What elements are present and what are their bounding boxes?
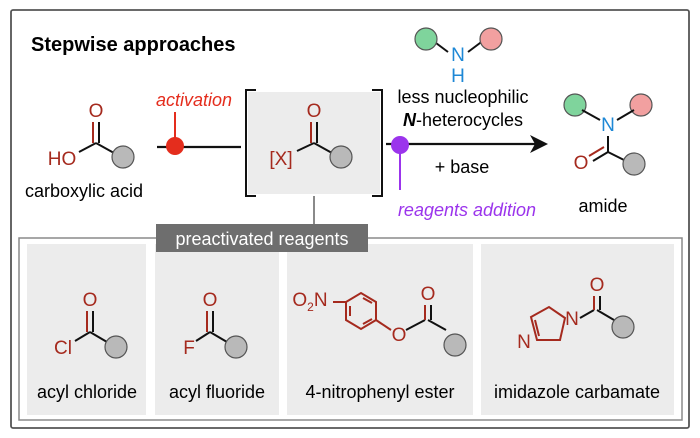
right-bracket	[372, 89, 383, 197]
svg-text:O: O	[392, 325, 407, 346]
svg-text:N: N	[565, 309, 579, 330]
conditions-line-1: less nucleophilic	[397, 87, 528, 107]
reagent-card-acyl-fluoride	[155, 244, 279, 415]
green-substituent-icon	[414, 27, 438, 51]
amide-nitrogen: N	[601, 115, 615, 136]
svg-text:HO: HO	[48, 149, 77, 170]
addition-dot-icon	[391, 136, 409, 154]
gray-substituent-icon	[611, 315, 635, 339]
preactivated-label: preactivated reagents	[175, 229, 348, 249]
svg-text:O: O	[203, 290, 218, 311]
amide-structure: N O	[563, 93, 653, 176]
svg-text:Cl: Cl	[54, 338, 72, 359]
gray-substituent-icon	[224, 335, 248, 359]
activation-label: activation	[156, 90, 232, 110]
reagent-card-nitrophenyl-ester	[287, 244, 473, 415]
svg-text:O: O	[89, 101, 104, 122]
svg-text:O2N: O2N	[292, 290, 327, 314]
amine-nitrogen: N	[451, 45, 465, 66]
svg-text:N: N	[517, 332, 531, 353]
left-bracket	[245, 89, 256, 197]
gray-substituent-icon	[329, 145, 353, 169]
acyl-chloride-label: acyl chloride	[37, 382, 137, 402]
green-substituent-icon	[563, 93, 587, 117]
preactivated-label-bar	[156, 224, 368, 252]
nitrophenyl-ester-structure: O2N O O	[292, 284, 467, 357]
title: Stepwise approaches	[31, 34, 236, 56]
base-label: + base	[435, 157, 490, 177]
acyl-fluoride-structure: O F	[183, 290, 248, 359]
svg-text:O: O	[307, 101, 322, 122]
svg-text:O: O	[83, 290, 98, 311]
gray-substituent-icon	[622, 152, 646, 176]
arrowhead-icon	[530, 135, 548, 153]
reagents-addition-label: reagents addition	[398, 200, 536, 220]
amine-hydrogen: H	[451, 66, 465, 87]
pink-substituent-icon	[629, 93, 653, 117]
carboxylic-acid-structure: O HO	[48, 101, 135, 170]
amine-structure: N H	[414, 27, 503, 87]
activated-intermediate-structure: O [X]	[269, 101, 353, 170]
acyl-chloride-structure: O Cl	[54, 290, 128, 359]
reagent-card-imidazole-carbamate	[481, 244, 674, 415]
svg-text:F: F	[183, 338, 195, 359]
carboxylic-acid-label: carboxylic acid	[25, 181, 143, 201]
acyl-fluoride-label: acyl fluoride	[169, 382, 265, 402]
gray-substituent-icon	[443, 333, 467, 357]
amide-label: amide	[578, 196, 627, 216]
imidazole-ring	[529, 305, 567, 341]
imidazole-carbamate-label: imidazole carbamate	[494, 382, 660, 402]
gray-substituent-icon	[111, 145, 135, 169]
svg-text:O: O	[421, 284, 436, 305]
activation-dot-icon	[166, 137, 184, 155]
svg-text:O: O	[574, 153, 589, 174]
imidazole-carbamate-structure: N N O	[517, 275, 635, 353]
conditions-line-2: N-heterocycles	[403, 110, 523, 130]
svg-text:O: O	[590, 275, 605, 296]
leaving-group-label: [X]	[269, 149, 292, 170]
nitrophenyl-ester-label: 4-nitrophenyl ester	[305, 382, 454, 402]
gray-substituent-icon	[104, 335, 128, 359]
pink-substituent-icon	[479, 27, 503, 51]
